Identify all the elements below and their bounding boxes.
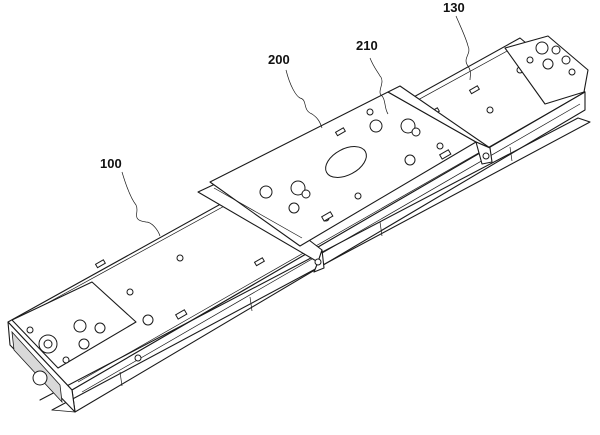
label-100: 100 [100,156,122,171]
mounting-bracket [197,85,493,273]
label-130: 130 [443,0,465,15]
left-end-plate [11,281,137,369]
right-end-plate [504,35,589,105]
label-210: 210 [356,38,378,53]
label-200: 200 [268,52,290,67]
leader-lines [121,15,471,237]
